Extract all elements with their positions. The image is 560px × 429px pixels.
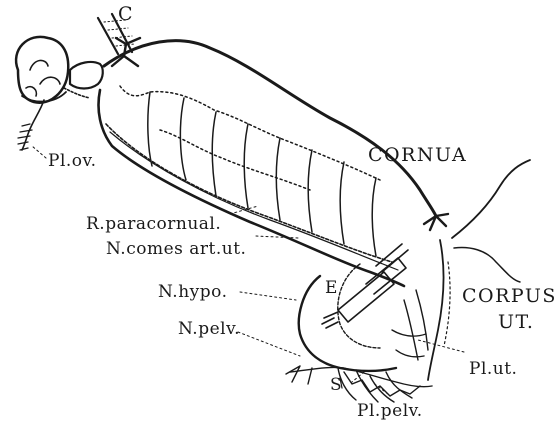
corpus-outline: [452, 160, 530, 238]
leader-lines: [32, 146, 464, 394]
label-n-hypo: N.hypo.: [158, 284, 227, 301]
label-corpus-line2: UT.: [498, 313, 534, 332]
ovary-lobes: [26, 60, 60, 96]
label-cornua: CORNUA: [368, 146, 467, 165]
label-pl-pelv: Pl.pelv.: [357, 403, 423, 420]
label-r-paracornual: R.paracornual.: [86, 216, 221, 233]
cornual-branch: [424, 214, 448, 230]
hypogastric-loop: [299, 276, 396, 371]
horn-upper-outline: [104, 41, 436, 216]
oviduct-connection: [70, 62, 103, 89]
ovary: [16, 37, 68, 103]
label-e: E: [325, 280, 338, 297]
pelvic-plexus: [286, 290, 432, 402]
label-pl-ut: Pl.ut.: [469, 361, 517, 378]
label-c: C: [118, 5, 134, 24]
label-pl-ov: Pl.ov.: [48, 153, 97, 170]
label-n-comes: N.comes art.ut.: [106, 241, 246, 258]
label-s: S: [330, 377, 342, 394]
label-n-pelv: N.pelv.: [178, 321, 240, 338]
label-corpus-line1: CORPUS: [462, 287, 557, 306]
